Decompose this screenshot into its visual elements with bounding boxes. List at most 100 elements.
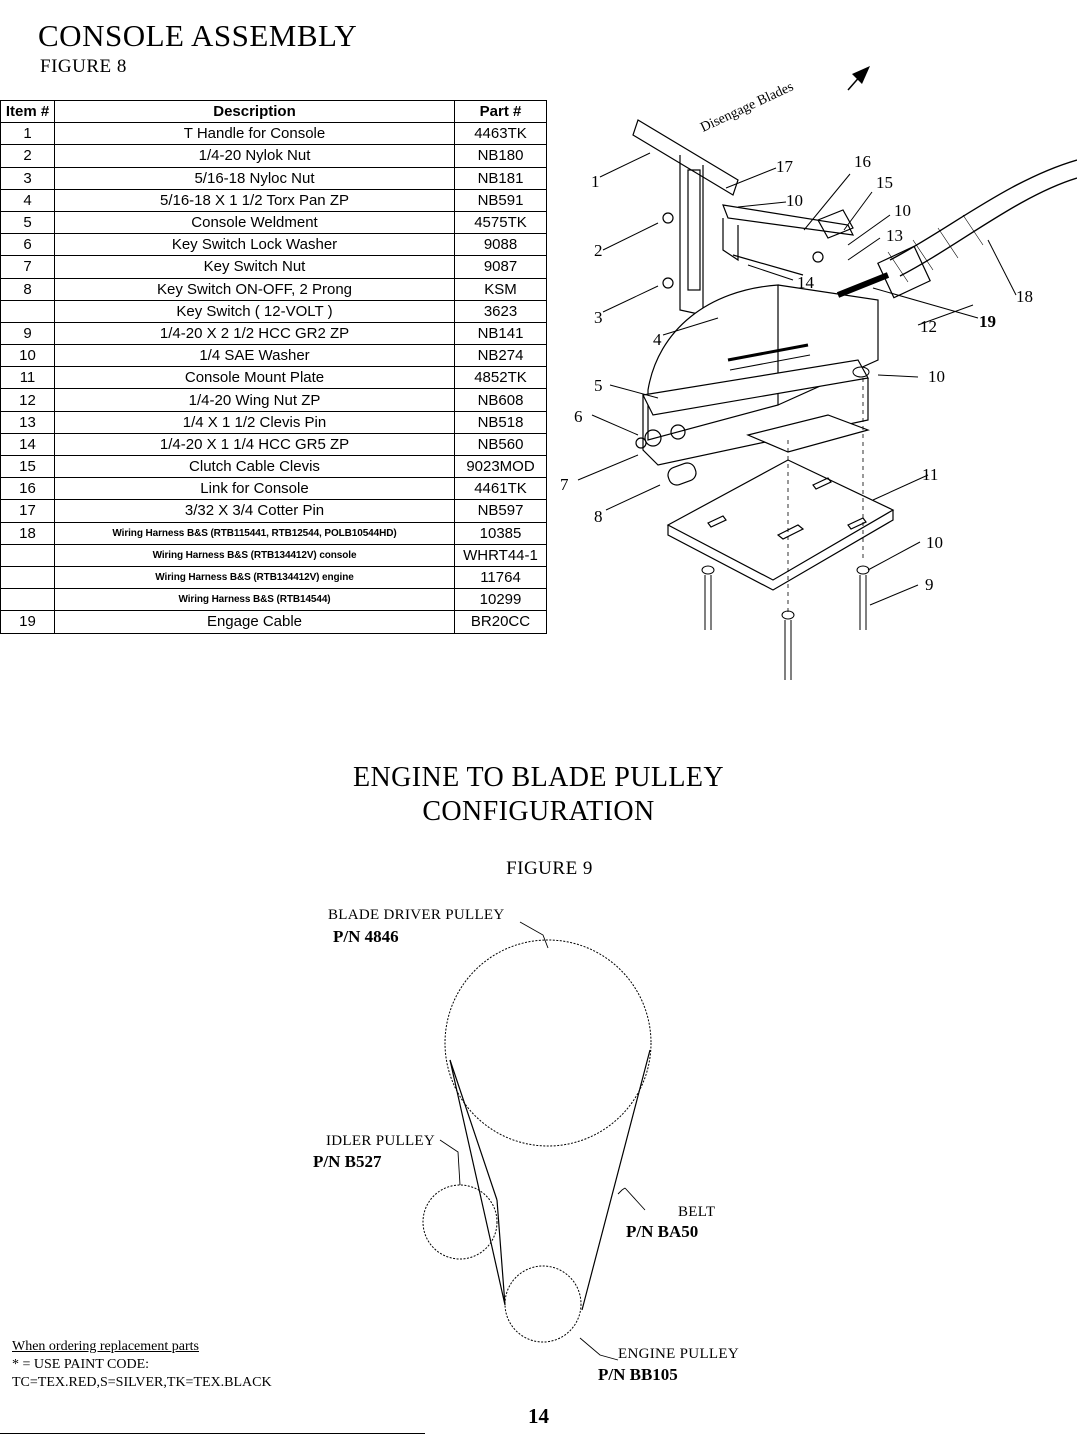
cell-part: NB180	[454, 144, 547, 168]
cell-item	[0, 299, 55, 323]
belt-label: BELT	[678, 1204, 716, 1220]
cell-item: 7	[0, 255, 55, 279]
callout-15: 15	[876, 173, 893, 192]
cell-description: 1/4-20 Wing Nut ZP	[54, 388, 455, 412]
footer-rule	[0, 1433, 425, 1434]
note-line-2: * = USE PAINT CODE:	[12, 1357, 150, 1372]
cell-description: Console Mount Plate	[54, 366, 455, 390]
cell-description: 1/4-20 X 1 1/4 HCC GR5 ZP	[54, 432, 455, 457]
callout-7: 7	[560, 475, 569, 494]
column-header-item: Item #	[0, 99, 55, 124]
cell-description: Key Switch ON-OFF, 2 Prong	[54, 277, 455, 301]
cell-part: NB591	[454, 188, 547, 212]
cell-description: Console Weldment	[54, 210, 455, 235]
cell-item: 13	[0, 410, 55, 434]
cell-item: 15	[0, 454, 55, 479]
cell-item	[0, 565, 55, 590]
console-assembly-diagram: Disengage Blades 1 2 3 4 5 6 7 8 17 10 1…	[560, 66, 1077, 680]
ordering-note: When ordering replacement parts * = USE …	[12, 1338, 272, 1392]
cell-item: 3	[0, 166, 55, 190]
cell-description: T Handle for Console	[54, 122, 455, 146]
cell-item: 19	[0, 610, 55, 634]
cell-item: 2	[0, 144, 55, 168]
cell-description: Key Switch Lock Washer	[54, 233, 455, 257]
callout-17: 17	[776, 157, 794, 176]
note-line-3: TC=TEX.RED,S=SILVER,TK=TEX.BLACK	[12, 1375, 272, 1390]
cell-item: 1	[0, 122, 55, 146]
page-title: CONSOLE ASSEMBLY	[38, 18, 358, 53]
cell-part: 9023MOD	[454, 454, 547, 479]
cell-part: 10299	[454, 588, 547, 612]
callout-3: 3	[594, 308, 603, 327]
cell-description: 1/4-20 X 2 1/2 HCC GR2 ZP	[54, 321, 455, 346]
callout-13: 13	[886, 226, 903, 245]
callout-5: 5	[594, 376, 603, 395]
cell-item: 16	[0, 477, 55, 501]
column-header-part: Part #	[454, 99, 547, 124]
engine-pulley-pn: P/N BB105	[598, 1365, 678, 1384]
blade-driver-pulley-label: BLADE DRIVER PULLEY	[328, 907, 505, 923]
cell-part: 4852TK	[454, 366, 547, 390]
cell-item: 18	[0, 521, 55, 545]
figure-9-label: FIGURE 9	[506, 858, 593, 879]
cell-description: Wiring Harness B&S (RTB134412V) engine	[54, 565, 455, 590]
cell-description: 3/32 X 3/4 Cotter Pin	[54, 499, 455, 523]
blade-driver-pulley-pn: P/N 4846	[333, 927, 399, 946]
cell-part: NB274	[454, 344, 547, 368]
callout-14: 14	[797, 273, 815, 292]
column-header-description: Description	[54, 99, 455, 124]
cell-description: Clutch Cable Clevis	[54, 454, 455, 479]
table-header-row: Item # Description Part #	[0, 99, 547, 124]
cell-description: Wiring Harness B&S (RTB115441, RTB12544,…	[54, 521, 455, 545]
cell-part: NB597	[454, 499, 547, 523]
callout-8: 8	[594, 507, 603, 526]
cell-part: 11764	[454, 565, 547, 590]
cell-description: 1/4 SAE Washer	[54, 344, 455, 368]
cell-item: 10	[0, 344, 55, 368]
belt-shape	[449, 1049, 651, 1311]
cell-part: 4575TK	[454, 210, 547, 235]
cell-item: 14	[0, 432, 55, 457]
cell-part: NB141	[454, 321, 547, 346]
callout-18: 18	[1016, 287, 1033, 306]
cell-description: 1/4-20 Nylok Nut	[54, 144, 455, 168]
cell-item: 11	[0, 366, 55, 390]
cell-part: NB518	[454, 410, 547, 434]
cell-description: Key Switch ( 12-VOLT )	[54, 299, 455, 323]
callout-4: 4	[653, 330, 662, 349]
idler-pulley-label: IDLER PULLEY	[326, 1133, 436, 1149]
cell-description: Wiring Harness B&S (RTB134412V) console	[54, 543, 455, 567]
cell-part: 9088	[454, 233, 547, 257]
cell-item	[0, 588, 55, 612]
pulley-diagram	[422, 921, 652, 1361]
table-row: Wiring Harness B&S (RTB14544)10299	[0, 588, 547, 612]
blade-driver-pulley-shape	[444, 939, 652, 1147]
cell-item: 9	[0, 321, 55, 346]
cell-description: Engage Cable	[54, 610, 455, 634]
callout-11: 11	[922, 465, 938, 484]
cell-part: 4461TK	[454, 477, 547, 501]
cell-description: Wiring Harness B&S (RTB14544)	[54, 588, 455, 612]
cell-description: Key Switch Nut	[54, 255, 455, 279]
idler-pulley-shape	[422, 1184, 498, 1260]
callout-12: 12	[920, 317, 937, 336]
cell-part: NB181	[454, 166, 547, 190]
cell-description: 1/4 X 1 1/2 Clevis Pin	[54, 410, 455, 434]
